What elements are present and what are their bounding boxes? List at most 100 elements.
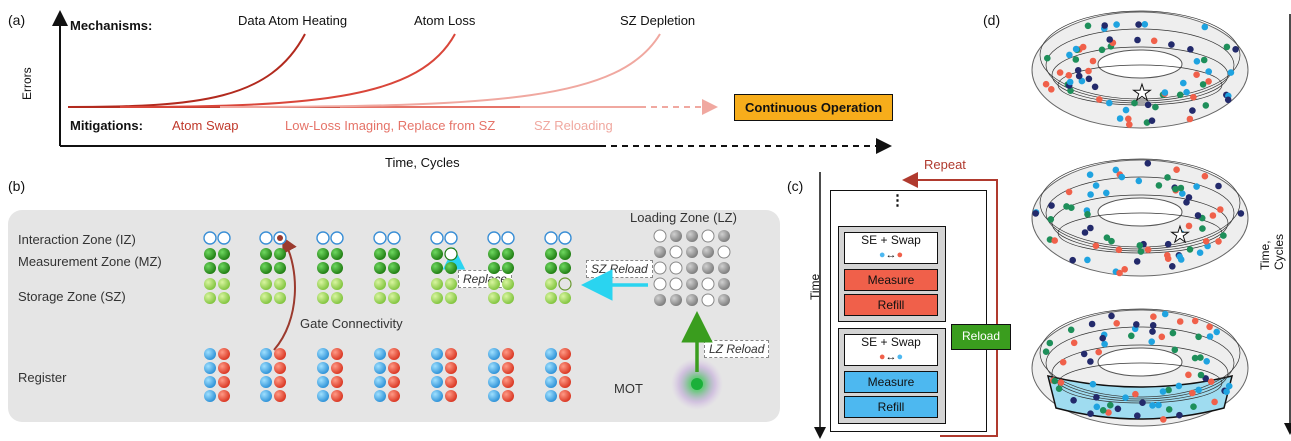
register-atom-blue bbox=[204, 348, 216, 360]
qubit-dot bbox=[1220, 232, 1227, 239]
qubit-dot bbox=[1074, 67, 1082, 74]
sz-atom bbox=[445, 292, 457, 304]
register-atom-red bbox=[331, 362, 343, 374]
qubit-dot bbox=[1185, 371, 1192, 379]
mz-atom bbox=[559, 248, 571, 260]
mz-atom bbox=[218, 262, 230, 274]
qubit-dot bbox=[1132, 390, 1139, 398]
swap-1-icon: ●↔● bbox=[878, 249, 904, 261]
qubit-dot bbox=[1190, 93, 1197, 101]
lz-empty-site bbox=[653, 229, 667, 243]
qubit-dot bbox=[1150, 37, 1158, 45]
qubit-dot bbox=[1085, 67, 1092, 75]
register-atom-blue bbox=[431, 348, 443, 360]
mz-atom bbox=[445, 262, 457, 274]
lz-atom bbox=[670, 294, 682, 306]
qubit-dot bbox=[1175, 382, 1183, 390]
lz-atom bbox=[654, 246, 666, 258]
qubit-dot bbox=[1176, 318, 1184, 325]
register-atom-blue bbox=[204, 362, 216, 374]
qubit-dot bbox=[1070, 339, 1078, 347]
qubit-dot bbox=[1177, 184, 1185, 192]
lz-empty-site bbox=[669, 277, 683, 291]
sz-atom bbox=[331, 278, 343, 290]
torus-2: ★ bbox=[1031, 158, 1249, 277]
iz-trap-site bbox=[430, 231, 444, 245]
qubit-dot bbox=[1115, 246, 1123, 254]
qubit-dot bbox=[1185, 222, 1193, 230]
mz-atom bbox=[218, 248, 230, 260]
iz-trap-site bbox=[203, 231, 217, 245]
qubit-dot bbox=[1135, 177, 1143, 185]
lz-empty-site bbox=[653, 277, 667, 291]
qubit-dot bbox=[1047, 216, 1055, 223]
qubit-dot bbox=[1148, 338, 1155, 346]
qubit-dot bbox=[1081, 229, 1089, 236]
qubit-dot bbox=[1065, 188, 1073, 196]
register-atom-red bbox=[445, 362, 457, 374]
zone-sz-label: Storage Zone (SZ) bbox=[18, 289, 126, 304]
mz-atom bbox=[260, 262, 272, 274]
qubit-dot bbox=[1169, 329, 1177, 337]
qubit-dot bbox=[1125, 115, 1132, 123]
qubit-dot bbox=[1155, 401, 1162, 409]
sz-atom bbox=[545, 278, 557, 290]
sz-atom bbox=[502, 278, 514, 290]
zone-register-label: Register bbox=[18, 370, 67, 385]
se-swap-1-box: SE + Swap ●↔● bbox=[844, 232, 938, 264]
register-atom-blue bbox=[317, 376, 329, 388]
qubit-dot bbox=[1193, 71, 1200, 78]
qubit-dot bbox=[1164, 252, 1171, 259]
qubit-dot bbox=[1171, 346, 1179, 354]
sz-atom bbox=[388, 278, 400, 290]
qubit-dot bbox=[1223, 43, 1231, 51]
zone-iz-label: Interaction Zone (IZ) bbox=[18, 232, 136, 247]
lz-empty-site bbox=[669, 261, 683, 275]
zone-mz-label: Measurement Zone (MZ) bbox=[18, 254, 162, 269]
lz-atom bbox=[718, 294, 730, 306]
gate-connectivity-label: Gate Connectivity bbox=[300, 316, 403, 331]
loading-zone-label: Loading Zone (LZ) bbox=[630, 210, 737, 225]
qubit-dot bbox=[1191, 317, 1199, 325]
qubit-dot bbox=[1131, 99, 1138, 107]
lz-atom bbox=[702, 246, 714, 258]
register-atom-blue bbox=[488, 348, 500, 360]
register-atom-red bbox=[388, 376, 400, 388]
torus-hole bbox=[1097, 347, 1183, 377]
mz-atom bbox=[431, 248, 443, 260]
iz-target-marker bbox=[277, 235, 283, 241]
measure-1-box: Measure bbox=[844, 269, 938, 291]
lz-empty-site bbox=[701, 229, 715, 243]
qubit-dot bbox=[1113, 21, 1120, 28]
register-atom-red bbox=[218, 362, 230, 374]
lz-atom bbox=[718, 230, 730, 242]
qubit-dot bbox=[1051, 377, 1058, 385]
panel-c-label: (c) bbox=[787, 178, 804, 194]
gate-connectivity-arrow bbox=[273, 236, 297, 351]
lz-atom bbox=[718, 262, 730, 274]
torus-lattice-line bbox=[1039, 10, 1241, 100]
iz-trap-site bbox=[217, 231, 231, 245]
qubit-dot bbox=[1141, 21, 1149, 28]
register-atom-blue bbox=[545, 376, 557, 388]
qubit-dot bbox=[1112, 166, 1120, 174]
mit-swap-label: Atom Swap bbox=[172, 118, 239, 133]
register-atom-blue bbox=[431, 390, 443, 402]
qubit-dot bbox=[1093, 394, 1100, 401]
sz-atom bbox=[559, 292, 571, 304]
torus-lattice-line bbox=[1045, 326, 1235, 400]
qubit-dot bbox=[1164, 174, 1171, 181]
mz-atom bbox=[488, 248, 500, 260]
qubit-dot bbox=[1106, 36, 1113, 43]
mz-atom bbox=[502, 248, 514, 260]
qubit-dot bbox=[1128, 332, 1135, 340]
iz-trap-site bbox=[501, 231, 515, 245]
mz-atom bbox=[317, 262, 329, 274]
qubit-dot bbox=[1209, 212, 1217, 219]
qubit-dot bbox=[1164, 240, 1172, 248]
mz-atom bbox=[502, 262, 514, 274]
mech-loss-label: Atom Loss bbox=[414, 13, 476, 28]
mechanisms-label: Mechanisms: bbox=[70, 18, 153, 33]
mot-label: MOT bbox=[614, 381, 643, 396]
iz-trap-site bbox=[387, 231, 401, 245]
